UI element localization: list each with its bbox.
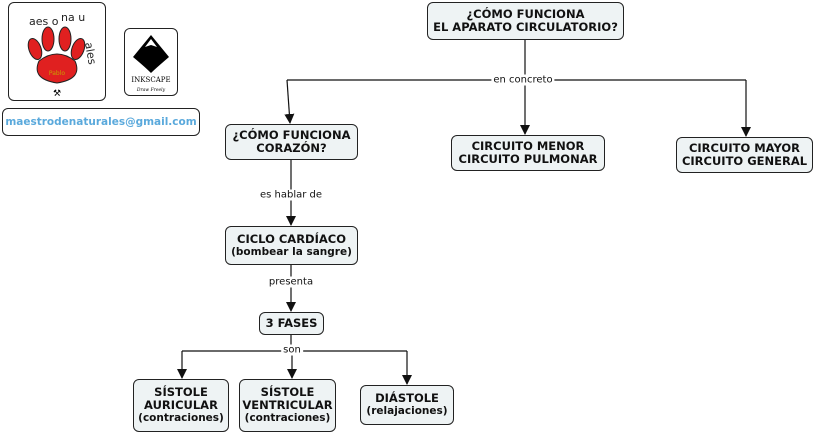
paw-logo-icon: Pablo ⚒ aes o na u ales [27, 11, 99, 99]
inkscape-name: INKSCAPE [131, 76, 170, 84]
inkscape-logo: INKSCAPE Draw Freely [124, 28, 178, 96]
menor-line1: CIRCUITO MENOR [471, 139, 585, 153]
inkscape-tagline: Draw Freely [136, 87, 166, 93]
fases-node[interactable]: 3 FASES [259, 312, 324, 335]
sa-line1: SÍSTOLE [154, 385, 208, 399]
email-text[interactable]: maestrodenaturales@gmail.com [5, 116, 197, 128]
sa-line2: AURICULAR [144, 398, 218, 412]
fases-label: 3 FASES [265, 316, 318, 330]
svg-text:⚒: ⚒ [53, 89, 61, 99]
link-label-son: son [281, 344, 303, 356]
link-label-presenta: presenta [266, 276, 316, 288]
link-label-en-concreto: en concreto [491, 74, 555, 86]
sv-line1: SÍSTOLE [260, 385, 315, 399]
svg-text:aes o: aes o [29, 15, 59, 28]
diastole-node[interactable]: DIÁSTOLE(relajaciones) [360, 385, 454, 425]
di-line2: (relajaciones) [366, 405, 448, 417]
corazon-line2: CORAZÓN? [256, 141, 327, 155]
link-label-es-hablar-de: es hablar de [257, 189, 325, 201]
menor-line2: CIRCUITO PULMONAR [458, 152, 598, 166]
svg-text:Pablo: Pablo [49, 70, 66, 77]
sv-line3: (contraciones) [244, 412, 331, 424]
maestro-logo: Pablo ⚒ aes o na u ales [8, 2, 106, 101]
svg-text:ales: ales [82, 41, 99, 65]
ciclo-line2: (bombear la sangre) [231, 245, 352, 258]
email-box: maestrodenaturales@gmail.com [2, 108, 200, 136]
corazon-line1: ¿CÓMO FUNCIONA [232, 128, 351, 142]
svg-text:na u: na u [61, 11, 85, 24]
di-line1: DIÁSTOLE [375, 391, 439, 405]
sa-line3: (contraciones) [138, 412, 224, 424]
mayor-line1: CIRCUITO MAYOR [688, 141, 801, 155]
root-line2: EL APARATO CIRCULATORIO? [433, 20, 618, 34]
ciclo-cardiaco-node[interactable]: CICLO CARDÍACO(bombear la sangre) [225, 226, 358, 265]
mayor-line2: CIRCUITO GENERAL [681, 154, 808, 168]
sv-line2: VENTRICULAR [242, 398, 333, 412]
root-line1: ¿CÓMO FUNCIONA [466, 7, 585, 21]
ciclo-line1: CICLO CARDÍACO [237, 231, 346, 246]
inkscape-icon: INKSCAPE Draw Freely [131, 35, 171, 93]
